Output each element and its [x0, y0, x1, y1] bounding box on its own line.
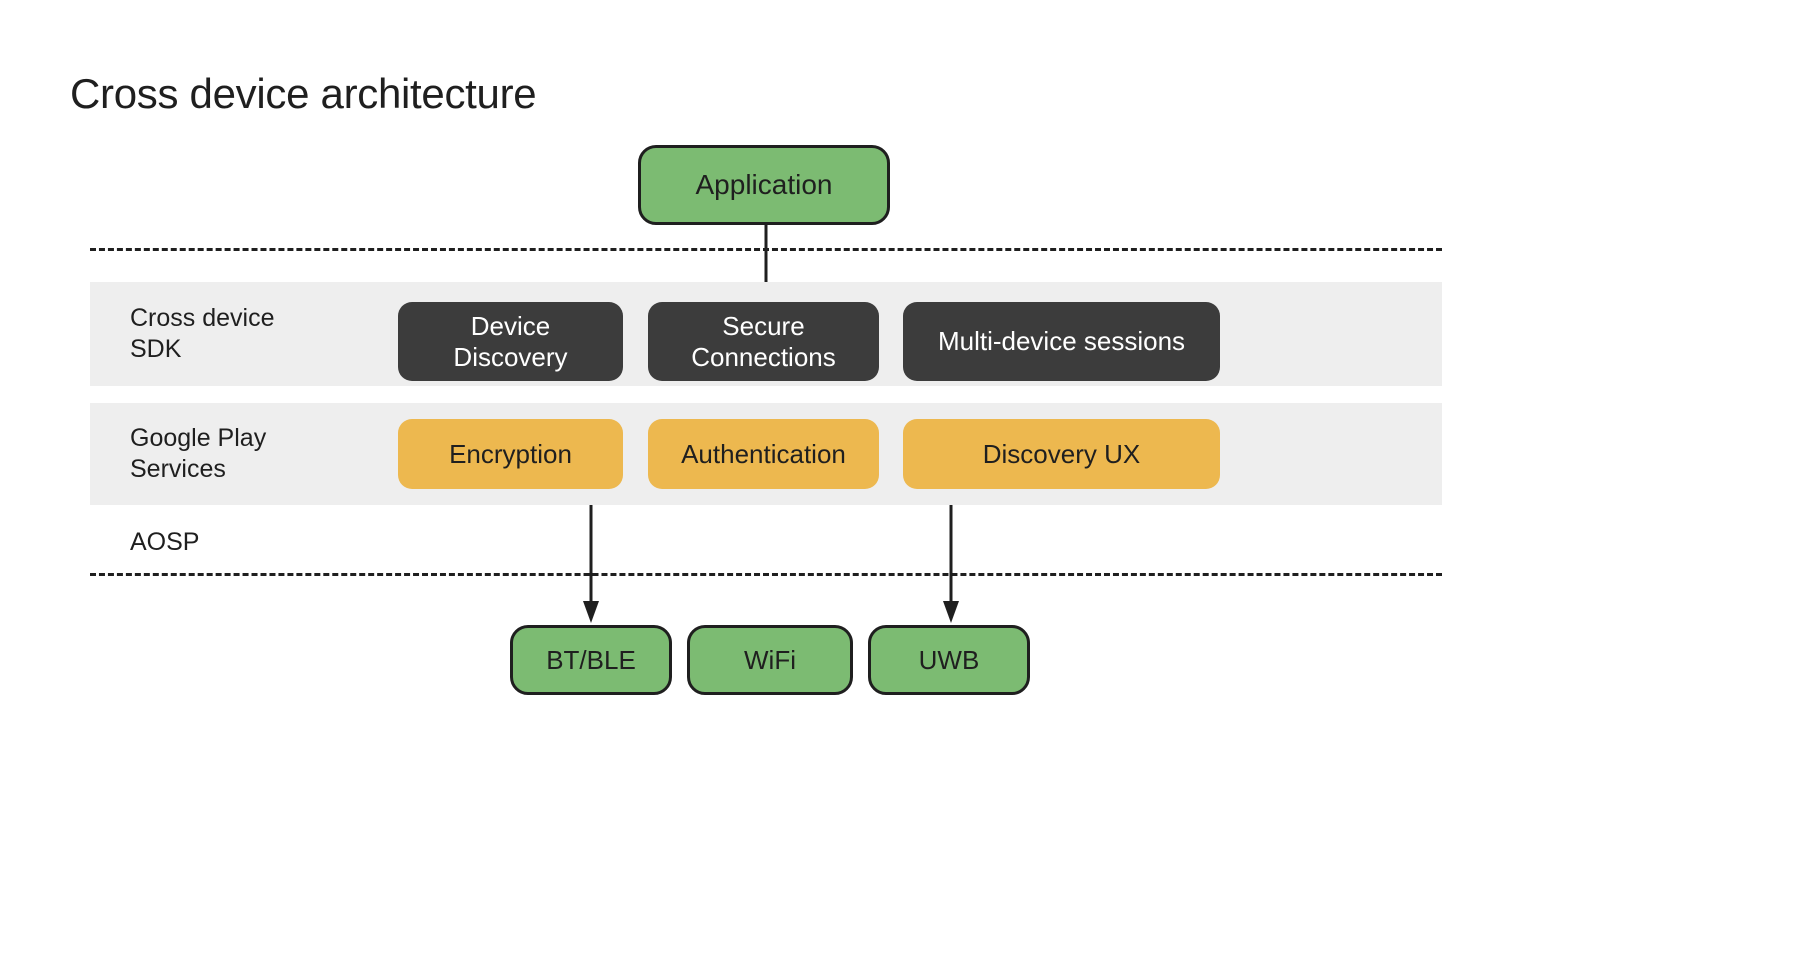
page-title: Cross device architecture — [70, 70, 537, 117]
arrow-discovery-ux-to-uwb — [943, 505, 959, 623]
node-discovery-ux[interactable]: Discovery UX — [903, 419, 1220, 489]
layer-label-google-play-services: Google Play Services — [130, 424, 267, 483]
node-application[interactable]: Application — [638, 145, 890, 225]
node-bt-ble[interactable]: BT/BLE — [510, 625, 672, 695]
node-uwb[interactable]: UWB — [868, 625, 1030, 695]
layer-label-aosp: AOSP — [130, 528, 200, 556]
dashed-separator-bottom — [90, 573, 1442, 576]
node-device-discovery[interactable]: Device Discovery — [398, 302, 623, 381]
node-authentication[interactable]: Authentication — [648, 419, 879, 489]
arrow-encryption-to-bt-ble — [583, 505, 599, 623]
node-wifi[interactable]: WiFi — [687, 625, 853, 695]
layer-label-cross-device-sdk: Cross device SDK — [130, 304, 275, 363]
node-encryption[interactable]: Encryption — [398, 419, 623, 489]
node-secure-connections[interactable]: Secure Connections — [648, 302, 879, 381]
node-multi-device-sessions[interactable]: Multi-device sessions — [903, 302, 1220, 381]
